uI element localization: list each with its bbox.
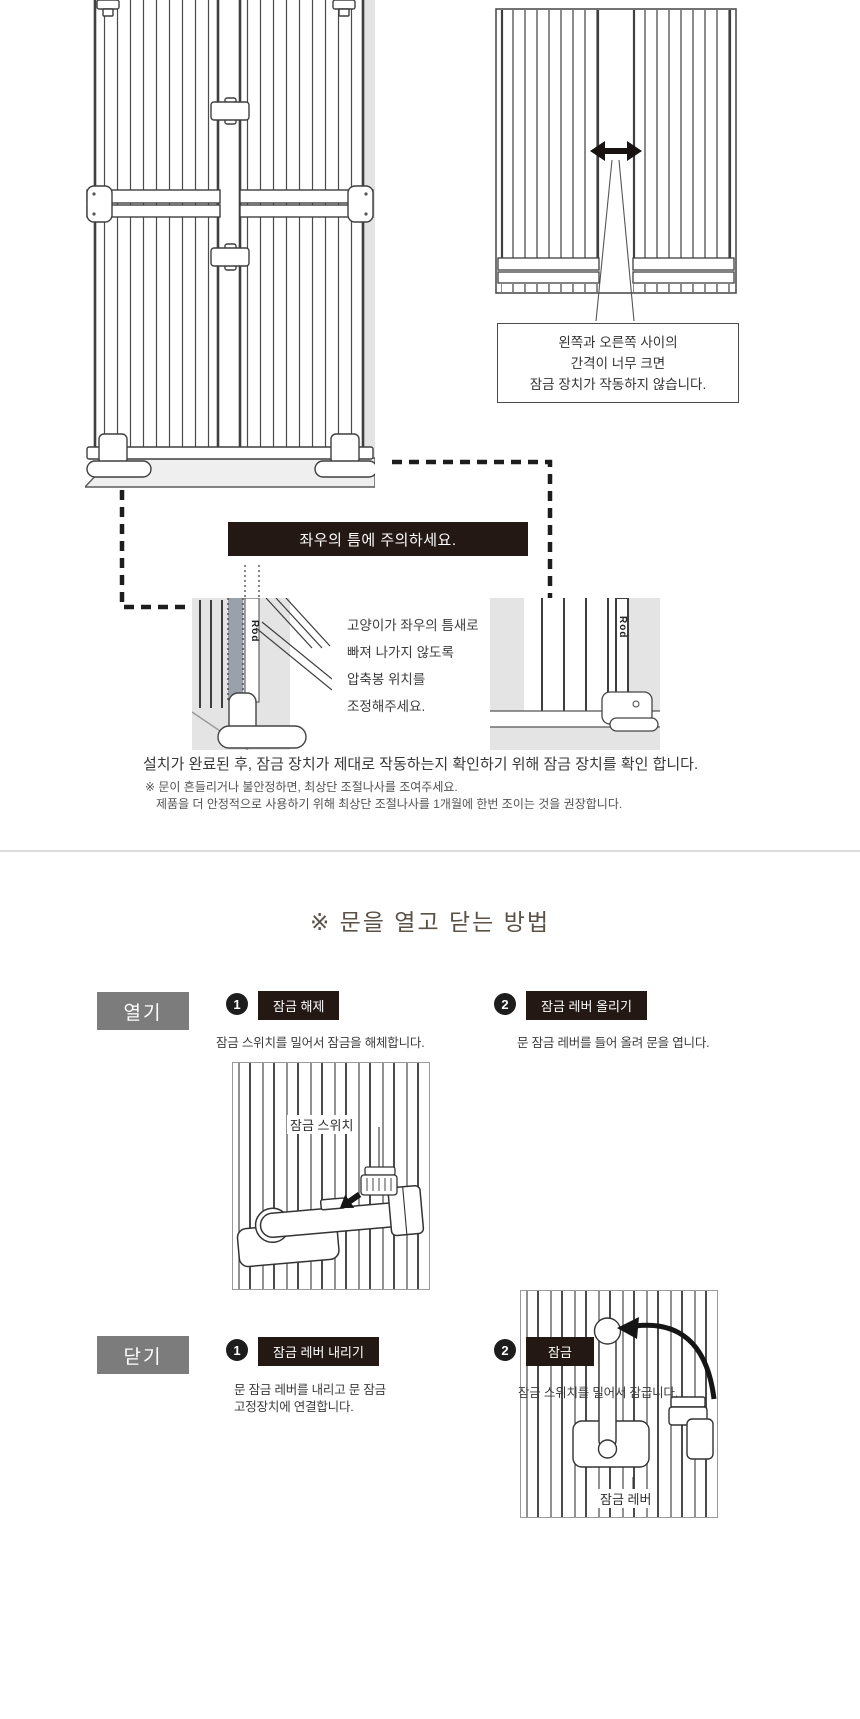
step-title-badge: 잠금 xyxy=(526,1337,594,1366)
step-title-badge: 잠금 해제 xyxy=(258,991,340,1020)
step-number-badge: 1 xyxy=(226,1339,248,1361)
dashed-connector-lines xyxy=(0,455,860,615)
step-description-line: 고정장치에 연결합니다. xyxy=(234,1400,354,1414)
lock-switch-label: 잠금 스위치 xyxy=(287,1115,357,1134)
open-section-label: 열기 xyxy=(97,992,189,1030)
lock-check-subnote-1: ※ 문이 흔들리거나 불안정하면, 최상단 조절나사를 조여주세요. xyxy=(145,780,458,794)
step-description: 문 잠금 레버를 내리고 문 잠금 고정장치에 연결합니다. xyxy=(234,1382,386,1416)
rod-note-line: 빠져 나가지 않도록 xyxy=(347,645,454,660)
caution-banner: 좌우의 틈에 주의하세요. xyxy=(228,522,528,556)
step-description: 잠금 스위치를 밀어서 잠금을 해체합니다. xyxy=(216,1036,425,1050)
latch-bar-assembly xyxy=(236,1184,425,1268)
lock-check-note: 설치가 완료된 후, 잠금 장치가 제대로 작동하는지 확인하기 위해 잠금 장… xyxy=(143,756,699,773)
lock-switch-open-illustration: 잠금 스위치 xyxy=(232,1062,430,1290)
step-title-badge: 잠금 레버 올리기 xyxy=(526,991,647,1020)
gap-closeup-drawing xyxy=(495,8,737,322)
rod-position-right-illustration: Rod xyxy=(490,598,660,750)
gap-warning-line: 왼쪽과 오른쪽 사이의 xyxy=(558,334,678,350)
step-number-badge: 2 xyxy=(494,1339,516,1361)
pointer-lines xyxy=(595,159,635,322)
rod-position-left-illustration: Rod xyxy=(192,598,332,750)
step-number-badge: 1 xyxy=(226,993,248,1015)
lock-lever-up-illustration: 잠금 레버 xyxy=(520,1290,718,1518)
rod-label: Rod xyxy=(617,616,628,639)
rod-note-line: 압축봉 위치를 xyxy=(347,672,426,687)
lock-check-subnote-2: 제품을 더 안정적으로 사용하기 위해 최상단 조절나사를 1개월에 한번 조이… xyxy=(156,797,623,811)
rod-note-line: 고양이가 좌우의 틈새로 xyxy=(347,618,479,633)
close-section-label: 닫기 xyxy=(97,1336,189,1374)
tension-bolt-icons xyxy=(96,0,356,17)
gap-width-arrow-icon xyxy=(590,141,642,161)
compression-rod-highlight xyxy=(228,598,243,701)
rod-label: Rod xyxy=(249,620,260,643)
section-divider xyxy=(0,850,860,852)
howto-heading: ※ 문을 열고 닫는 방법 xyxy=(309,909,551,935)
step-description: 문 잠금 레버를 들어 올려 문을 엽니다. xyxy=(517,1036,710,1050)
gap-warning-line: 간격이 너무 크면 xyxy=(570,355,666,371)
gap-warning-box: 왼쪽과 오른쪽 사이의 간격이 너무 크면 잠금 장치가 작동하지 않습니다. xyxy=(497,323,739,403)
step-description-line: 문 잠금 레버를 내리고 문 잠금 xyxy=(234,1383,386,1397)
gap-warning-line: 잠금 장치가 작동하지 않습니다. xyxy=(529,376,707,392)
push-direction-arrow-icon xyxy=(339,1191,362,1209)
gate-front-illustration xyxy=(85,0,375,488)
gate-gap-closeup-illustration xyxy=(495,8,737,323)
rod-note-line: 조정해주세요. xyxy=(347,699,426,714)
step-number-badge: 2 xyxy=(494,993,516,1015)
step-title-badge: 잠금 레버 내리기 xyxy=(258,1337,379,1366)
lock-lever-label: 잠금 레버 xyxy=(597,1489,655,1508)
step-description: 잠금 스위치를 밀어서 잠급니다. xyxy=(518,1386,678,1400)
gate-feet xyxy=(86,433,375,478)
gate-front-drawing xyxy=(85,0,375,488)
rod-foot-pad xyxy=(217,725,307,749)
center-latch-icons xyxy=(210,97,250,271)
rod-adjust-note: 고양이가 좌우의 틈새로 빠져 나가지 않도록 압축봉 위치를 조정해주세요. xyxy=(347,612,479,720)
lift-direction-arrow-icon xyxy=(634,1322,717,1400)
